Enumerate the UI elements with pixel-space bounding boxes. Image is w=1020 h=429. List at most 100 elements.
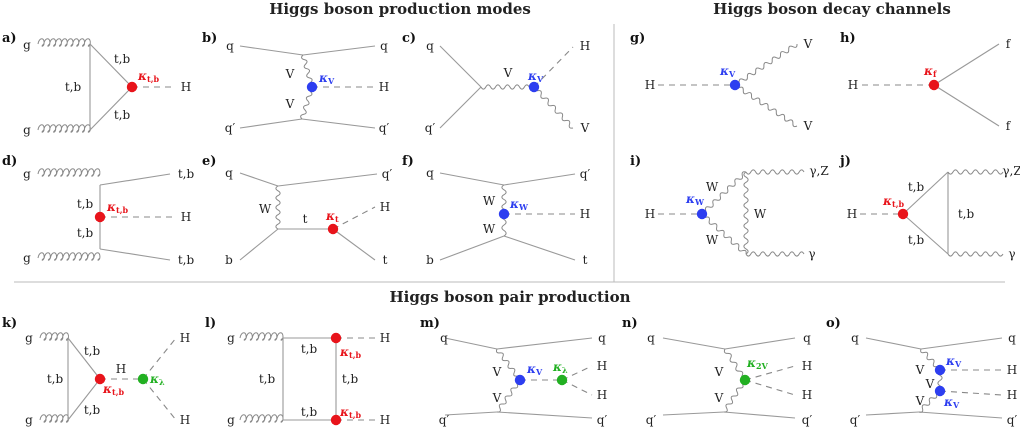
particle-label: W [483,222,496,236]
fermion-line [439,235,505,261]
particle-label: g [227,413,235,427]
fermion-line [332,228,376,261]
kappa-symbol: κ [923,64,933,78]
kappa-symbol: κ [339,405,349,419]
panel-label: n) [622,316,638,331]
particle-label: W [706,180,719,194]
particle-label: g [23,251,31,265]
particle-label: H [180,413,190,427]
coupling-vertex [94,373,106,385]
kappa-subscript: t,b [892,199,904,209]
fermion-line [933,84,1000,127]
particle-label: t,b [84,403,101,417]
coupling-label: κV [527,69,544,84]
particle-label: W [706,233,719,247]
coupling-vertex [729,79,741,91]
kappa-subscript: W [694,197,705,207]
fermion-line [301,118,376,129]
particle-label: H [580,39,590,53]
particle-label: H [379,80,389,94]
fermion-line [67,378,101,421]
particle-label: q [225,166,233,180]
gluon-curly-line [39,332,69,341]
particle-label: H [580,207,590,221]
fermion-line [444,411,498,416]
fermion-line [89,86,133,131]
gluon-curly-line [39,414,69,423]
coupling-vertex [928,79,940,91]
particle-label: q′ [379,121,390,135]
particle-label: H [802,359,812,373]
particle-label: q′ [580,167,591,181]
particle-label: q [426,39,434,53]
particle-label: g [23,38,31,52]
coupling-label: κW [509,197,529,212]
particle-label: q [851,331,859,345]
higgs-dashed-line [561,379,593,396]
particle-label: H [380,200,390,214]
kappa-symbol: κ [943,395,953,409]
fermion-line [496,337,593,350]
coupling-label: κt,b [106,200,128,215]
particle-label: t,b [301,405,318,419]
panel-label: o) [826,316,841,331]
gluon-curly-line [239,414,284,423]
particle-label: t,b [178,167,195,181]
kappa-symbol: κ [719,64,729,78]
higgs-dashed-line [142,378,177,421]
fermion-line [662,337,726,350]
particle-label: t,b [77,226,94,240]
fermion-line [662,411,725,416]
particle-label: q [598,331,606,345]
coupling-label: κt,b [137,69,159,84]
coupling-vertex [514,374,526,386]
particle-label: q′ [225,121,236,135]
vector-boson-wavy-line [533,86,574,129]
particle-label: H [848,78,858,92]
section-title-pair: Higgs boson pair production [389,288,630,306]
coupling-vertex [696,208,708,220]
particle-label: q [226,39,234,53]
particle-label: t,b [84,344,101,358]
kappa-subscript: t,b [349,410,361,420]
coupling-vertex [137,373,149,385]
fermion-line [89,43,133,88]
vector-boson-wavy-line [743,171,749,255]
particle-label: t [583,253,588,267]
kappa-symbol: κ [685,192,695,206]
fermion-line [724,337,796,350]
higgs-dashed-line [332,206,376,230]
particle-label: V [915,363,925,377]
particle-label: q′ [597,413,608,427]
panel-label: m) [420,316,440,331]
particle-label: γ,Z [809,164,828,178]
fermion-line [918,411,1003,419]
particle-label: g [23,123,31,137]
particle-label: t,b [908,180,925,194]
particle-label: V [714,391,724,405]
vector-boson-wavy-line [496,379,521,413]
particle-label: t,b [301,342,318,356]
particle-label: W [259,202,272,216]
particle-label: q′ [1007,413,1018,427]
particle-label: H [597,388,607,402]
panel-label: l) [205,316,216,331]
particle-label: H [1007,363,1017,377]
particle-label: q [1008,331,1016,345]
panel-label: i) [630,154,641,169]
coupling-vertex [934,364,946,376]
coupling-label: κV [526,362,543,377]
gluon-curly-line [239,332,284,341]
vector-boson-wavy-line [734,43,798,87]
coupling-label: κt [325,209,339,224]
fermion-line [865,337,922,350]
kappa-symbol: κ [325,209,335,223]
particle-label: V [580,121,590,135]
higgs-dashed-line [744,365,796,381]
